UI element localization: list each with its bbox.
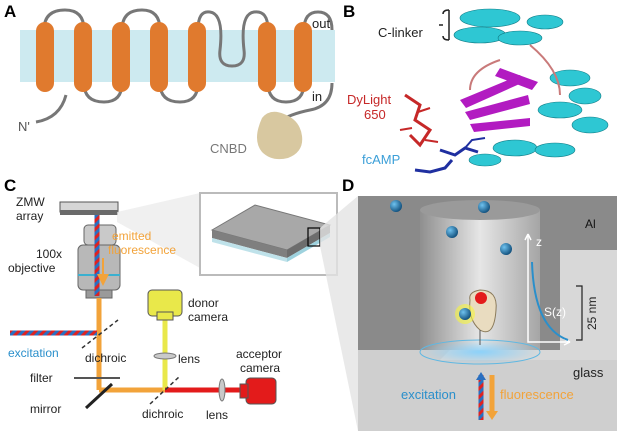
loop-connectors [42,8,334,124]
label-glass: glass [573,365,604,380]
label-c-linker: C-linker [378,25,423,40]
label-in: in [312,89,323,104]
label-acceptor-camera: camera [240,361,281,375]
membrane-band [20,30,335,82]
helix-s2 [74,22,92,92]
zmw-array-slide [60,210,118,215]
n-terminal-tail [35,94,68,124]
sz-curve [531,261,569,341]
scale-bar [576,285,583,341]
zmw-array-inset [199,192,338,276]
cnbd-blob [257,111,303,160]
helix-s7 [294,22,312,92]
panel-c-setup [10,193,277,410]
zoom-wedge [117,193,200,268]
z-axis [527,234,570,343]
label-dichroic-2: dichroic [142,407,184,421]
label-z: z [536,235,542,249]
panel-a-label: A [4,2,17,21]
panel-c-label: C [4,176,17,195]
label-acceptor: acceptor [236,347,283,361]
label-fcamp: fcAMP [362,152,401,167]
panel-b-protein [399,8,609,174]
dichroic-1 [81,319,119,349]
helix-s4 [150,22,168,92]
acceptor-lens [218,378,226,402]
label-mirror: mirror [30,402,62,416]
panel-d-zmw [358,196,617,431]
label-emitted: emitted [112,229,152,243]
dylight-dye [404,93,433,148]
label-donor: donor [188,296,219,310]
label-fluorescence: fluorescence [108,243,177,257]
mirror-line [84,382,114,410]
label-excitation-c: excitation [8,346,59,360]
c-linker-brace [439,9,450,41]
label-cnbd: CNBD [210,141,247,156]
label-zmw-array: array [16,209,44,223]
panel-b-label: B [343,2,356,21]
label-excitation-d: excitation [401,387,456,402]
label-out: out [312,16,331,31]
label-n-terminal: N' [18,119,30,134]
panel-d-label: D [342,176,355,195]
label-lens-2: lens [206,408,229,422]
label-zmw: ZMW [16,195,45,209]
zoom-wedge-d [320,196,358,431]
helix-s6 [258,22,276,92]
glass-layer [358,350,617,431]
bound-ligand [459,308,471,320]
panel-a-diagram [20,8,335,160]
helix-s5 [188,22,206,92]
label-fluorescence-d: fluorescence [500,387,574,402]
label-lens-1: lens [178,352,201,366]
coil [469,44,561,96]
label-dylight: DyLight [347,92,392,107]
label-donor-camera: camera [188,310,229,324]
label-dichroic-1: dichroic [85,351,127,365]
label-sz: S(z) [544,305,566,319]
helix-s3 [112,22,130,92]
label-filter: filter [30,371,53,385]
donor-lens [153,352,177,360]
label-al: Al [585,217,596,231]
helix-s1 [36,22,54,92]
fcamp-ligand [414,146,479,174]
dye-ball [475,292,487,304]
label-25nm: 25 nm [585,296,599,330]
acceptor-camera [245,377,277,405]
label-100x: 100x [36,247,63,261]
label-objective: objective [8,261,56,275]
label-dylight-650: 650 [364,107,386,122]
